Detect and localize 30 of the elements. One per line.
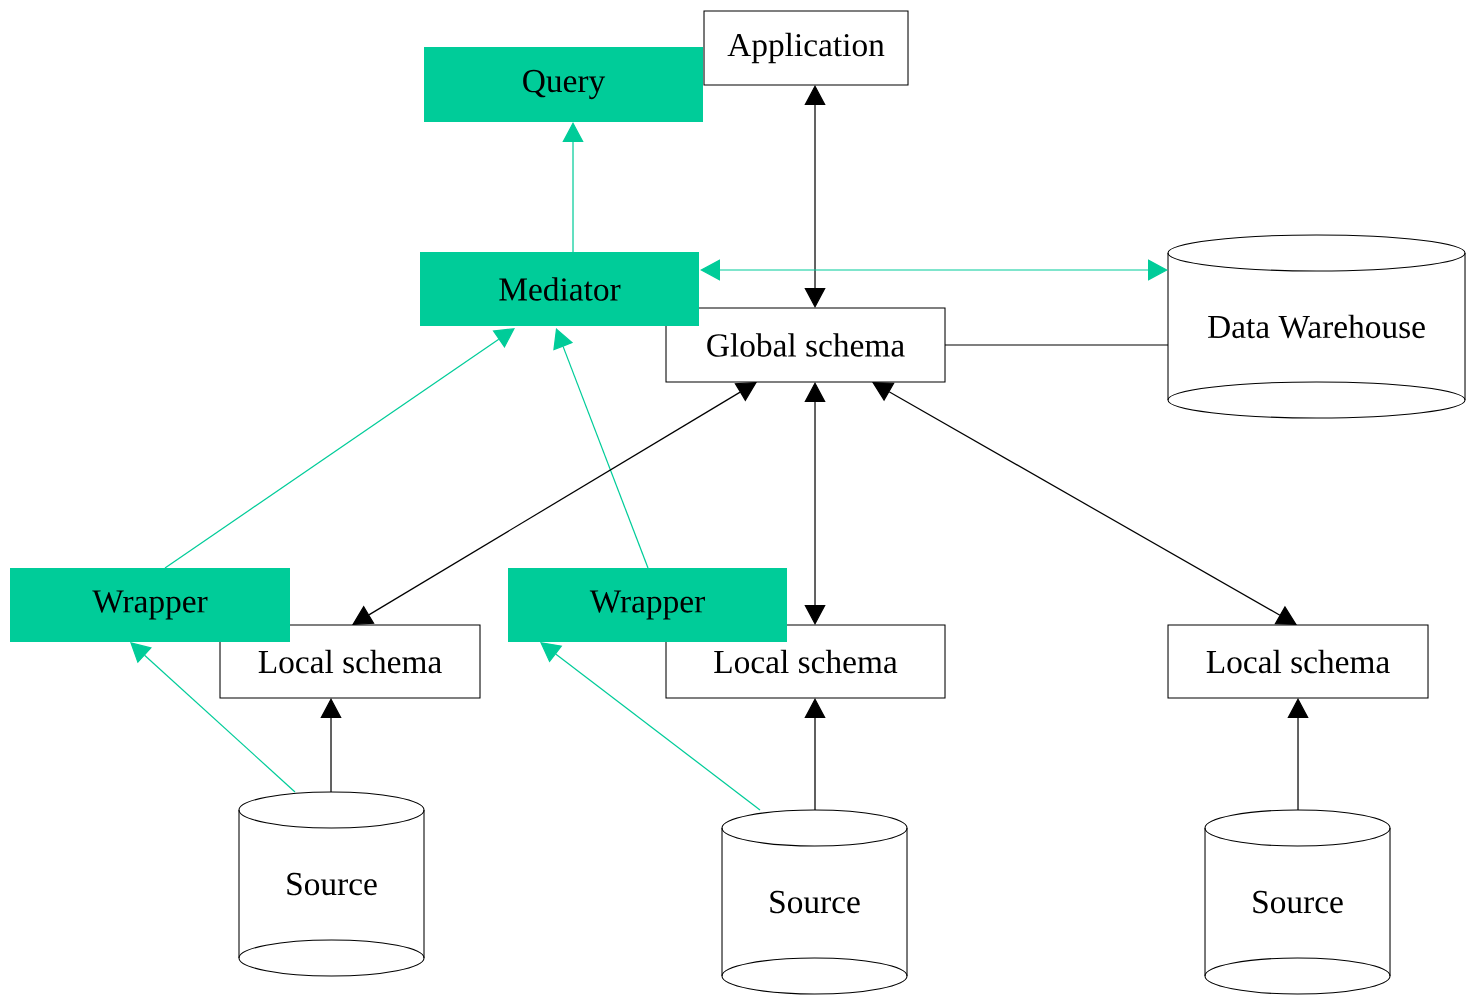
arrow [540,642,761,811]
component-box: Wrapper [10,568,290,642]
arrow [804,382,826,625]
arrow [352,382,757,625]
component-box: Query [424,47,703,122]
node-label: Source [1253,890,1343,914]
component-box: Mediator [420,252,699,326]
node-label: Source [287,872,377,896]
database-cylinder: Data Warehouse [1167,234,1466,419]
arrow [164,328,515,569]
arrow [700,259,1168,281]
schema-box: Application [703,10,909,86]
database-cylinder: Source [1204,809,1391,995]
arrow [804,698,826,811]
schema-box: Global schema [665,307,946,383]
schema-box: Local schema [219,624,481,699]
arrow [320,698,342,793]
arrow [804,85,826,308]
node-label: Data Warehouse [1208,314,1425,339]
arrow [872,382,1297,625]
schema-box: Local schema [1167,624,1429,699]
component-box: Wrapper [508,568,787,642]
connector-line [944,344,1169,346]
database-cylinder: Source [721,809,908,995]
arrow [553,328,649,569]
node-label: Source [770,890,860,914]
database-cylinder: Source [238,791,425,977]
arrow [562,122,584,253]
arrow [130,642,296,793]
arrow [1287,698,1309,811]
